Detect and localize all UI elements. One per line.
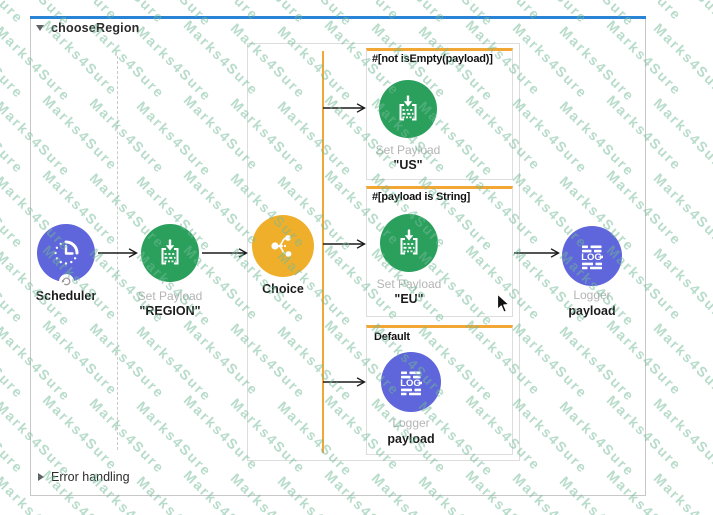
choice-branch-rail (322, 51, 324, 453)
set-payload-region-value: "REGION" (139, 304, 201, 318)
flow-header: chooseRegion (36, 21, 140, 35)
set-payload-region-type: Set Payload (137, 289, 203, 303)
set-payload-icon (161, 239, 179, 265)
set-payload-eu-type: Set Payload (376, 277, 442, 291)
set-payload-eu-node[interactable] (380, 214, 438, 272)
scheduler-label: Scheduler (35, 289, 97, 303)
logger-icon: LOG (400, 371, 422, 396)
choice-branch-when-2[interactable] (366, 186, 513, 317)
collapse-flow-icon[interactable] (36, 25, 44, 31)
branch-2-condition: #[payload is String] (372, 191, 471, 203)
logger-glyph: LOG (581, 252, 602, 263)
choice-branch-default[interactable] (366, 325, 513, 455)
choice-branch-icon (271, 235, 292, 257)
branch-1-condition: #[not isEmpty(payload)] (372, 53, 493, 65)
branch-arrow (323, 239, 366, 249)
logger-output-type: Logger (573, 288, 611, 302)
set-payload-icon (400, 229, 418, 255)
scheduler-node[interactable] (37, 224, 95, 282)
mouse-cursor (496, 293, 510, 313)
logger-default-value: payload (387, 432, 435, 446)
flow-container[interactable] (30, 16, 646, 496)
scheduler-recurring-badge (59, 274, 74, 289)
choice-branch-when-1[interactable] (366, 48, 513, 180)
clock-icon (54, 240, 79, 265)
flow-selection-highlight (30, 16, 646, 19)
set-payload-region-node[interactable] (141, 224, 199, 282)
error-handling-label: Error handling (51, 470, 130, 484)
choice-node[interactable] (252, 215, 314, 277)
logger-default-node[interactable]: LOG (381, 352, 441, 412)
choice-label: Choice (262, 282, 304, 296)
logger-default-type: Logger (392, 416, 430, 430)
set-payload-icon (399, 95, 417, 121)
logger-glyph: LOG (400, 378, 421, 389)
choice-scope-container[interactable] (247, 43, 520, 461)
expand-error-handling-icon[interactable] (38, 473, 44, 481)
logger-output-value: payload (568, 304, 616, 318)
flow-arrow (202, 248, 248, 258)
set-payload-eu-value: "EU" (394, 292, 424, 306)
flow-arrow (514, 248, 560, 258)
set-payload-us-value: "US" (393, 158, 423, 172)
logger-icon: LOG (581, 245, 603, 270)
branch-default-label: Default (374, 331, 410, 343)
branch-arrow (323, 103, 366, 113)
branch-arrow (323, 377, 366, 387)
refresh-arrow-icon (61, 277, 71, 286)
set-payload-us-node[interactable] (379, 80, 437, 138)
set-payload-us-type: Set Payload (375, 143, 441, 157)
flow-arrow (98, 248, 138, 258)
error-handling-section[interactable]: Error handling (38, 470, 130, 484)
flow-title: chooseRegion (51, 21, 140, 35)
logger-output-node[interactable]: LOG (562, 226, 622, 286)
